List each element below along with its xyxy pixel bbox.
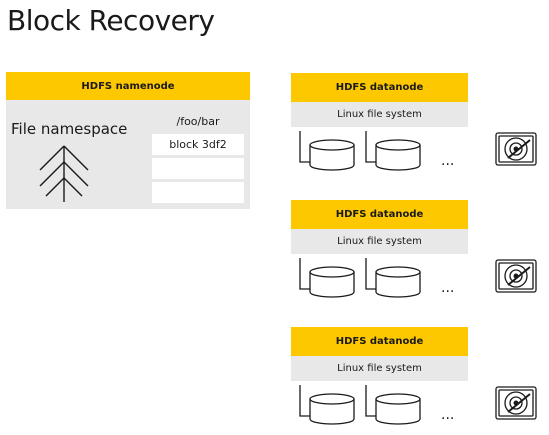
block-cell: block 3df2: [152, 134, 244, 155]
tree-icon: [39, 145, 89, 202]
file-path-label: /foo/bar: [176, 115, 220, 128]
disk-row: ...: [291, 381, 549, 431]
hard-drive-icon: [495, 132, 537, 166]
disk-row: ...: [291, 127, 549, 177]
datanode-box: HDFS datanode Linux file system: [291, 327, 468, 381]
cylinder-icon: ...: [299, 385, 454, 425]
slide-title: Block Recovery: [7, 4, 215, 37]
file-namespace-label: File namespace: [11, 120, 128, 138]
linux-fs-bar: Linux file system: [291, 229, 468, 254]
datanode-header: HDFS datanode: [291, 73, 468, 102]
hard-drive-icon: [495, 259, 537, 293]
datanode-header: HDFS datanode: [291, 327, 468, 356]
cylinder-icon: ...: [299, 131, 454, 171]
cylinder-icon: ...: [299, 258, 454, 298]
hard-drive-icon: [495, 386, 537, 420]
ellipsis-text: ...: [441, 153, 454, 169]
block-cell: [152, 182, 244, 203]
ellipsis-text: ...: [441, 407, 454, 423]
namenode-box: HDFS namenode File namespace /foo/bar bl…: [6, 72, 250, 209]
datanode-box: HDFS datanode Linux file system: [291, 73, 468, 127]
block-cell: [152, 158, 244, 179]
linux-fs-bar: Linux file system: [291, 356, 468, 381]
ellipsis-text: ...: [441, 280, 454, 296]
datanode-box: HDFS datanode Linux file system: [291, 200, 468, 254]
datanode-header: HDFS datanode: [291, 200, 468, 229]
linux-fs-bar: Linux file system: [291, 102, 468, 127]
disk-row: ...: [291, 254, 549, 304]
namenode-header: HDFS namenode: [6, 72, 250, 100]
